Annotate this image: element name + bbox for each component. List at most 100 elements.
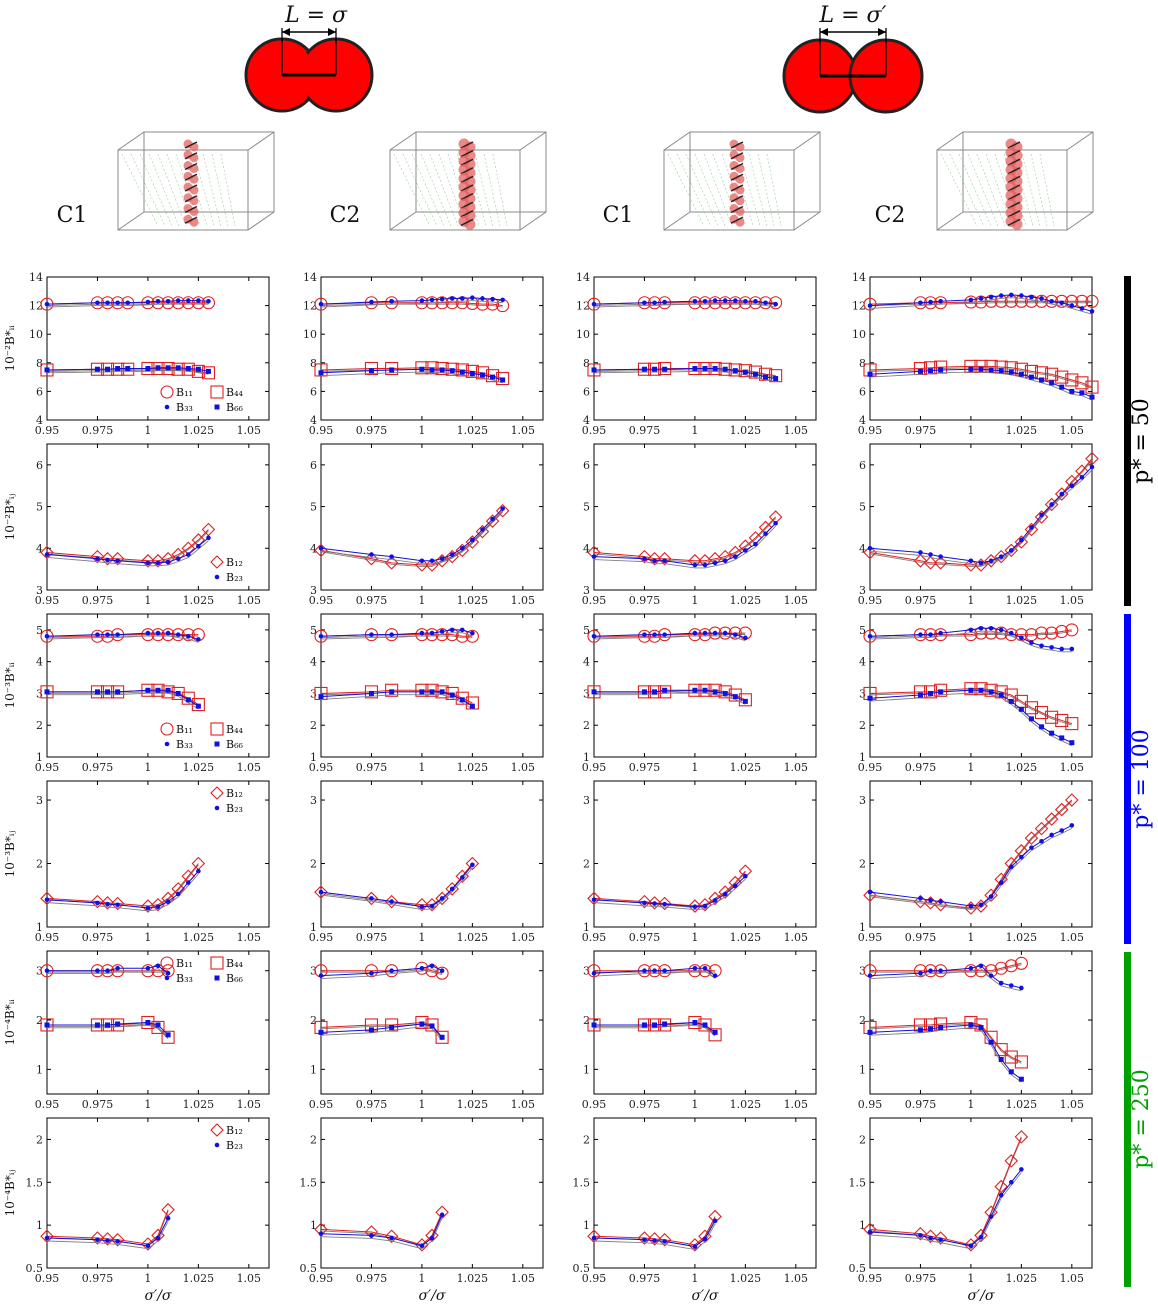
- crystal-cell-4: C2: [875, 131, 1094, 231]
- data-point: [1049, 380, 1055, 386]
- data-point: [100, 1232, 115, 1246]
- data-point: [449, 627, 455, 633]
- data-point: [485, 514, 500, 528]
- data-point: [692, 965, 698, 971]
- data-point: [1065, 623, 1079, 637]
- y-tick-label: 1: [859, 921, 866, 934]
- legend-marker: [210, 786, 224, 800]
- data-point: [318, 545, 324, 551]
- data-point: [743, 873, 748, 879]
- data-point: [968, 558, 974, 564]
- data-point: [439, 1034, 445, 1040]
- data-point: [722, 298, 728, 303]
- y-tick-label: 2: [310, 719, 317, 732]
- data-point: [94, 689, 100, 695]
- y-tick-label: 10: [576, 328, 590, 341]
- column-label-2: C2: [330, 203, 361, 228]
- data-point: [171, 296, 185, 310]
- data-point: [1065, 717, 1079, 731]
- data-point: [732, 368, 738, 374]
- data-point: [702, 299, 708, 304]
- data-point: [978, 626, 984, 631]
- data-point: [1019, 537, 1024, 543]
- cell-box: [389, 131, 547, 231]
- data-point: [161, 628, 175, 642]
- data-point: [591, 689, 597, 695]
- reference-line: [320, 867, 473, 911]
- data-point: [419, 689, 425, 695]
- y-tick-label: 4: [310, 542, 317, 555]
- data-point: [115, 689, 121, 695]
- data-point: [314, 363, 328, 377]
- data-point: [415, 683, 429, 697]
- data-point: [1049, 730, 1055, 736]
- series-b66: [44, 365, 211, 375]
- x-tick-label: 0.975: [82, 424, 114, 437]
- series-line: [593, 632, 746, 639]
- y-tick-label: 4: [583, 656, 590, 669]
- data-point: [1054, 802, 1069, 817]
- data-point: [728, 626, 742, 640]
- y-tick-label: 10: [29, 328, 43, 341]
- data-point: [1039, 643, 1044, 649]
- data-point: [90, 549, 105, 564]
- data-point: [742, 369, 748, 375]
- data-point: [722, 558, 728, 564]
- data-point: [105, 1022, 111, 1028]
- x-tick-label: 0.95: [858, 1098, 883, 1111]
- data-point: [978, 560, 984, 566]
- reference-line: [47, 968, 169, 977]
- x-tick-label: 0.975: [629, 1272, 661, 1285]
- data-point: [974, 682, 988, 696]
- data-point: [913, 1226, 928, 1241]
- data-point: [1069, 646, 1075, 652]
- y-tick-label: 2: [859, 1014, 866, 1027]
- data-point: [1019, 1167, 1024, 1172]
- y-tick-label: 2: [859, 858, 866, 871]
- reference-line: [593, 970, 716, 979]
- x-tick-label: 1.025: [1006, 424, 1038, 437]
- data-point: [688, 628, 702, 642]
- series-b23: [591, 873, 748, 911]
- x-tick-label: 1: [691, 931, 698, 944]
- y-tick-label: 5: [583, 624, 590, 637]
- data-point: [1059, 646, 1065, 652]
- data-point: [642, 900, 647, 906]
- x-tick-label: 1.05: [784, 931, 809, 944]
- data-point: [318, 1029, 324, 1035]
- x-tick-label: 0.975: [356, 1098, 388, 1111]
- series-line: [593, 875, 746, 908]
- x-tick-label: 1.05: [1060, 931, 1085, 944]
- x-tick-label: 0.975: [82, 594, 114, 607]
- data-point: [419, 904, 425, 909]
- series-b12: [587, 864, 753, 913]
- data-point: [763, 300, 768, 306]
- data-point: [988, 558, 994, 564]
- data-point: [988, 294, 994, 300]
- pressure-label-250: p* = 250: [1129, 1069, 1154, 1169]
- data-point: [968, 366, 974, 372]
- data-point: [110, 1232, 125, 1247]
- data-point: [95, 1237, 100, 1243]
- data-point: [175, 891, 181, 897]
- data-point: [195, 366, 201, 372]
- x-tick-label: 0.975: [629, 931, 661, 944]
- crystal-cell-3: C1: [603, 131, 821, 231]
- data-point: [44, 897, 50, 903]
- legend-label: B₃₃: [176, 738, 193, 751]
- legend-marker: [214, 1142, 220, 1148]
- data-point: [439, 896, 445, 901]
- data-point: [1039, 724, 1045, 730]
- data-point: [928, 299, 933, 305]
- data-point: [1069, 388, 1075, 394]
- data-point: [145, 965, 151, 971]
- y-tick-label: 2: [36, 1014, 43, 1027]
- x-axis-label: σ′/σ: [144, 1288, 171, 1304]
- reference-line: [320, 694, 473, 710]
- data-point: [196, 543, 201, 549]
- data-point: [928, 690, 934, 696]
- data-point: [712, 298, 718, 303]
- data-point: [587, 891, 601, 906]
